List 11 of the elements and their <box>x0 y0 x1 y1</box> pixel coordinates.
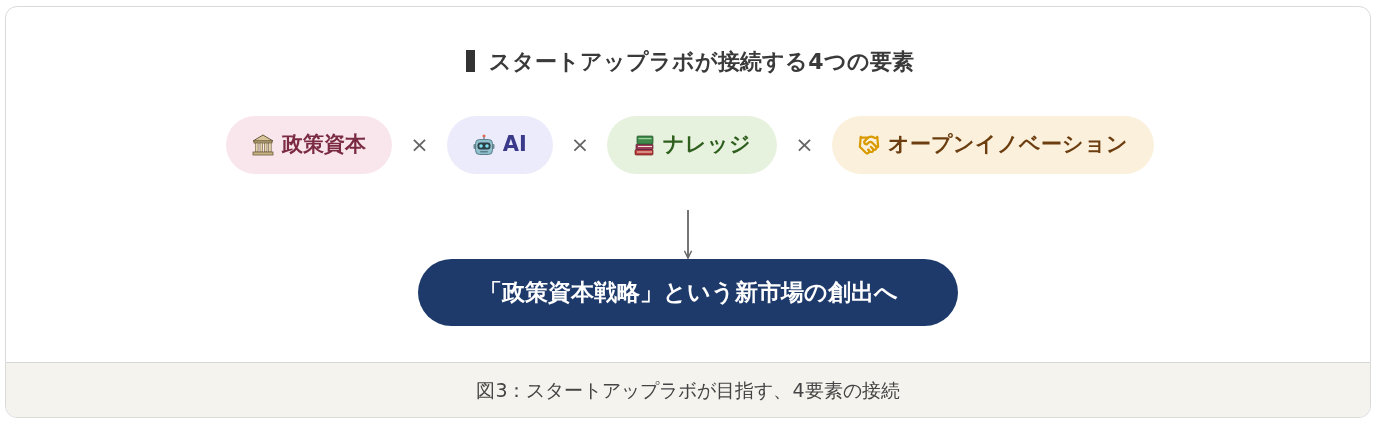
multiply-sign: × <box>410 134 429 156</box>
result-label: 「政策資本戦略」という新市場の創出へ <box>478 278 898 308</box>
arrow <box>683 209 693 259</box>
caption: 図3：スタートアップラボが目指す、4要素の接続 <box>476 377 900 403</box>
multiply-sign: × <box>795 134 814 156</box>
pill-label: 政策資本 <box>282 131 367 159</box>
pill-label: ナレッジ <box>663 131 752 159</box>
multiply-sign: × <box>570 134 590 156</box>
pill-label: オープンイノベーション <box>887 131 1128 159</box>
pill-label: AI <box>502 131 527 159</box>
title: スタートアップラボが接続する4つの要素 <box>489 47 914 76</box>
